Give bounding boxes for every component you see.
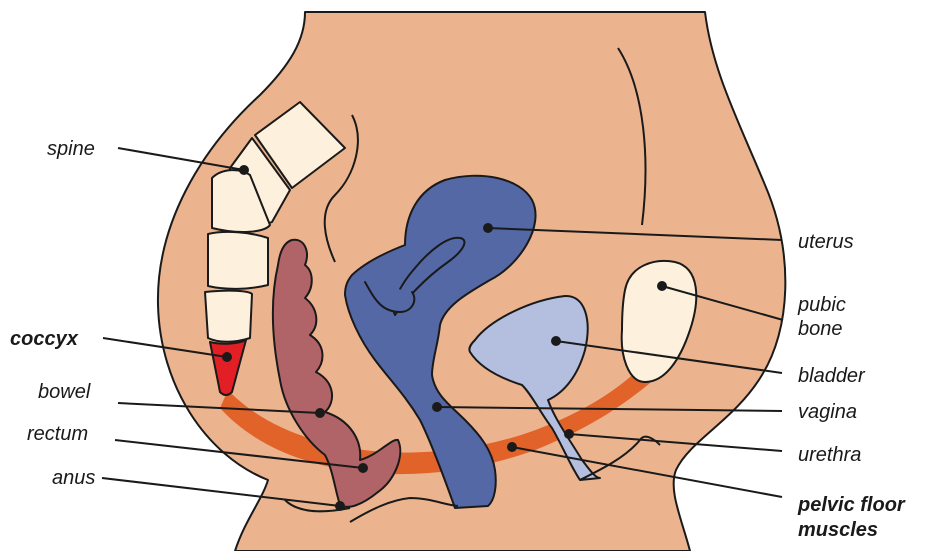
label-spine: spine [47, 138, 95, 160]
leader-dot [507, 442, 517, 452]
label-bowel: bowel [38, 381, 91, 403]
label-anus: anus [52, 467, 95, 489]
leader-dot [432, 402, 442, 412]
leader-dot [222, 352, 232, 362]
leader-dot [564, 429, 574, 439]
vertebra [205, 291, 252, 342]
label-coccyx: coccyx [10, 328, 79, 350]
leader-dot [551, 336, 561, 346]
label-pubic-bone-line2: bone [798, 318, 843, 340]
label-uterus: uterus [798, 231, 854, 253]
leader-dot [335, 501, 345, 511]
leader-dot [657, 281, 667, 291]
leader-dot [358, 463, 368, 473]
label-vagina: vagina [798, 401, 857, 423]
label-pelvic-floor-line1: pelvic floor [797, 494, 906, 516]
leader-dot [239, 165, 249, 175]
leader-dot [315, 408, 325, 418]
leader-dot [483, 223, 493, 233]
label-pelvic-floor-line2: muscles [798, 519, 878, 541]
label-bladder: bladder [798, 365, 866, 387]
label-pubic-bone-line1: pubic [797, 294, 846, 316]
label-urethra: urethra [798, 444, 861, 466]
vertebra [208, 232, 268, 289]
label-rectum: rectum [27, 423, 88, 445]
